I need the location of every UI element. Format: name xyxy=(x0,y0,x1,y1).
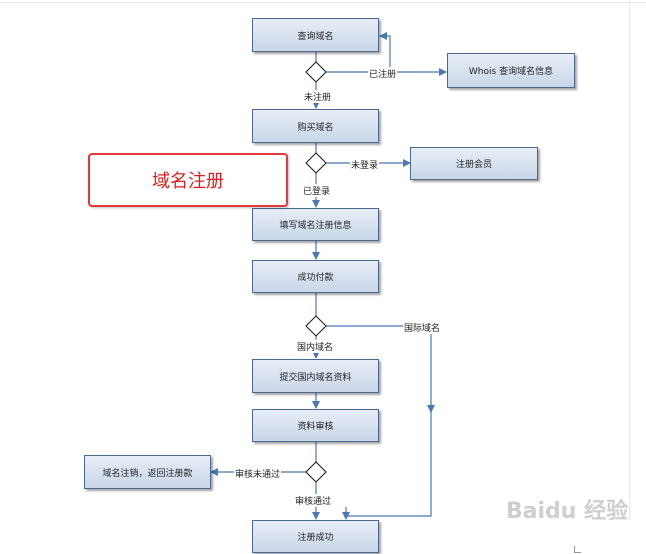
node-register-member: 注册会员 xyxy=(410,147,538,180)
edge-label-logged-in: 已登录 xyxy=(302,184,332,197)
node-review: 资料审核 xyxy=(252,409,379,442)
decision-diamond-review xyxy=(305,461,327,483)
edge-label-domestic: 国内域名 xyxy=(296,340,335,353)
decision-diamond-login xyxy=(305,152,327,174)
page-edge-line xyxy=(629,0,630,520)
edge-label-international: 国际域名 xyxy=(403,321,442,334)
baidu-watermark: Baidu 经验 xyxy=(505,499,629,524)
edge-label-review-failed: 审核未通过 xyxy=(234,467,282,480)
node-cancel-return: 域名注销，返回注册款 xyxy=(84,455,211,489)
node-fill-info: 填写域名注册信息 xyxy=(252,208,379,241)
node-buy-domain: 购买域名 xyxy=(252,109,379,143)
paragraph-mark-icon xyxy=(574,546,581,553)
node-query-domain: 查询域名 xyxy=(252,18,379,52)
edge-label-not-logged-in: 未登录 xyxy=(350,158,380,171)
page-top-rule xyxy=(0,2,646,3)
decision-diamond-domain-type xyxy=(305,315,327,337)
node-submit-domestic: 提交国内域名资料 xyxy=(252,359,379,393)
edge-label-registered: 已注册 xyxy=(368,67,398,80)
edge-label-unregistered: 未注册 xyxy=(303,90,333,103)
edge-international-to-success xyxy=(346,412,432,517)
edge-registered-back-to-query xyxy=(379,32,391,72)
domain-registration-highlight: 域名注册 xyxy=(88,153,288,207)
node-payment-success: 成功付款 xyxy=(252,260,379,293)
edge-label-review-passed: 审核通过 xyxy=(294,494,333,507)
decision-diamond-registered xyxy=(305,61,327,83)
node-register-success: 注册成功 xyxy=(252,520,379,553)
node-whois-info: Whois 查询域名信息 xyxy=(447,53,575,88)
